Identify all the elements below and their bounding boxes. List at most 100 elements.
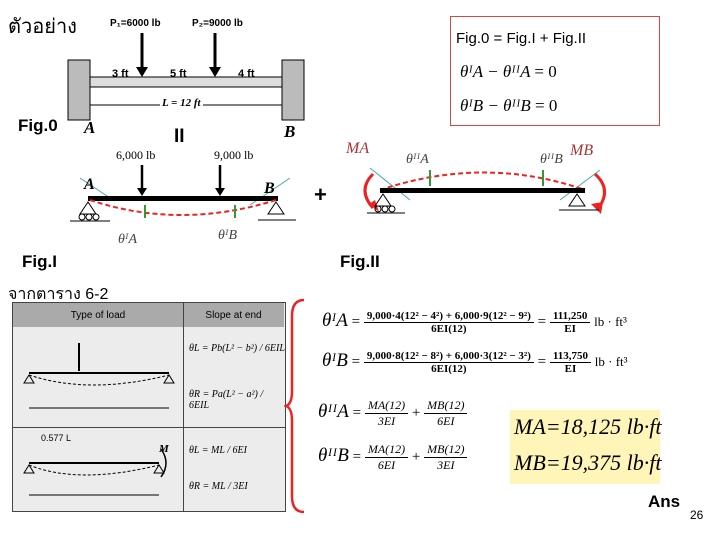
figI-a-label: A [84,176,95,193]
p2-arrowhead [209,67,221,77]
figI-label: Fig.I [22,252,57,271]
figI-roller1 [78,213,86,221]
table-row1-theta-r: θR = Pa(L² − a²) / 6EIL [189,389,264,411]
figI-load1-arrowhead [137,188,147,196]
row2-support-r [153,464,165,474]
row1-support-l [23,374,35,384]
page-number: 26 [690,508,704,522]
figII-tangent-right [559,169,601,201]
figI-beam [88,196,278,201]
equation-1: θᴵA = 9,000·4(12² − 4²) + 6,000·9(12² − … [322,310,627,336]
figII-theta-a: θᴵᴵA [406,152,429,167]
figI-roller3 [92,213,100,221]
eq3-term1: MA(12)3EI [364,398,409,429]
figII-roller2 [381,205,389,213]
eq4-term1: MA(12)6EI [364,442,409,473]
row2-curve [28,464,160,476]
figI-support-a [79,201,97,215]
red-brace [284,298,305,514]
eq3-term2: MB(12)6EI [424,398,468,429]
equation-3: θᴵᴵA = MA(12)3EI + MB(12)6EI [318,398,468,429]
right-wall [281,59,305,121]
figI-support-b [267,201,285,215]
ans-label: Ans [648,492,681,511]
table-row2-dim-label: 0.577 L [41,433,72,443]
compatibility-box [450,16,660,126]
compat-eq1: θᴵA − θᴵᴵA = 0 [460,62,557,82]
figI-load2-arrowhead [215,188,225,196]
figI-theta-a: θᴵA [118,232,138,247]
figII-ma-label: MA [346,140,370,157]
span1-label: 3 ft [112,68,129,80]
eq4-term2: MB(12)3EI [424,442,468,473]
figII-diagram [363,167,606,214]
equation-4: θᴵᴵB = MA(12)6EI + MB(12)3EI [318,442,468,473]
figII-tangent-left [369,167,411,201]
table-row2-diagram [23,448,167,496]
figII-beam [380,188,585,193]
row1-support-r [163,374,175,384]
figII-roller1 [374,205,382,213]
compat-eq2: θᴵB − θᴵᴵB = 0 [460,96,557,116]
table-row-divider [13,427,285,428]
eq2-lhs: θᴵB [322,350,348,371]
plus-sign: + [314,182,327,207]
eq1-unit: lb · ft³ [594,314,627,329]
answer-ma: MA=18,125 lb·ft [514,414,662,439]
mb-moment-arrowhead [591,202,603,214]
compat-title: Fig.0 = Fig.I + Fig.II [456,30,587,47]
fig0-a-label: A [84,118,96,137]
eq1-lhs: θᴵA [322,310,348,331]
figI-tangent-left [79,177,111,199]
table-col-divider [183,303,184,511]
row2-moment [160,448,167,478]
compat-eq2-lhs: θᴵB − θᴵᴵB [460,96,531,115]
table-head-slope: Slope at end [183,303,284,327]
figI-diagram [70,165,296,222]
figI-roller2 [85,213,93,221]
eq4-lhs: θᴵᴵB [318,444,349,466]
equation-2: θᴵB = 9,000·8(12² − 8²) + 6,000·3(12² − … [322,350,628,376]
p2-label: P₂=9000 lb [192,18,243,29]
table-row2-theta-r: θR = ML / 3EI [189,481,248,492]
compat-eq2-rhs: = 0 [535,96,558,115]
table-row2-theta-l: θL = ML / 6EI [189,445,247,456]
figII-support-a [374,193,392,207]
left-wall [67,59,91,121]
table-row1-theta-l: θL = Pb(L² − b²) / 6EIL [189,343,285,354]
figII-label: Fig.II [340,252,380,271]
table-head-load: Type of load [13,303,184,327]
figII-theta-b: θᴵᴵB [540,152,563,167]
table-caption: จากตาราง 6-2 [8,286,109,303]
slide-title: ตัวอย่าง [8,16,77,38]
table-6-2: Type of load Slope at end θL = Pb(L² − b… [12,302,286,512]
span3-label: 4 ft [238,68,255,80]
eq3-lhs: θᴵᴵA [318,400,349,422]
fig0-beam [89,76,283,88]
ma-moment-arrowhead [369,200,379,212]
eq2-unit: lb · ft³ [594,354,628,369]
row1-curve [28,374,170,386]
table-row1-diagram [23,343,175,409]
figI-load1-label: 6,000 lb [116,148,156,162]
fig0-label: Fig.0 [18,116,58,135]
figI-theta-b: θᴵB [218,228,238,243]
figII-support-b [568,193,586,207]
eq1-frac: 9,000·4(12² − 4²) + 6,000·9(12² − 9²)6EI… [363,310,534,335]
figI-deflection-curve [89,199,277,216]
compat-eq1-rhs: = 0 [534,62,557,81]
fig0-b-label: B [284,122,296,141]
equals-sign: II [174,126,185,147]
figII-roller3 [388,205,396,213]
row2-support-l [23,464,35,474]
figI-load2-label: 9,000 lb [214,148,254,162]
table-row2-m: M [159,443,169,455]
compat-eq1-lhs: θᴵA − θᴵᴵA [460,62,531,81]
p1-label: P₁=6000 lb [110,18,161,29]
eq2-frac: 9,000·8(12² − 8²) + 6,000·3(12² − 3²)6EI… [363,350,534,375]
span2-label: 5 ft [170,68,187,80]
answer-box [510,410,660,484]
p1-arrowhead [136,67,148,77]
